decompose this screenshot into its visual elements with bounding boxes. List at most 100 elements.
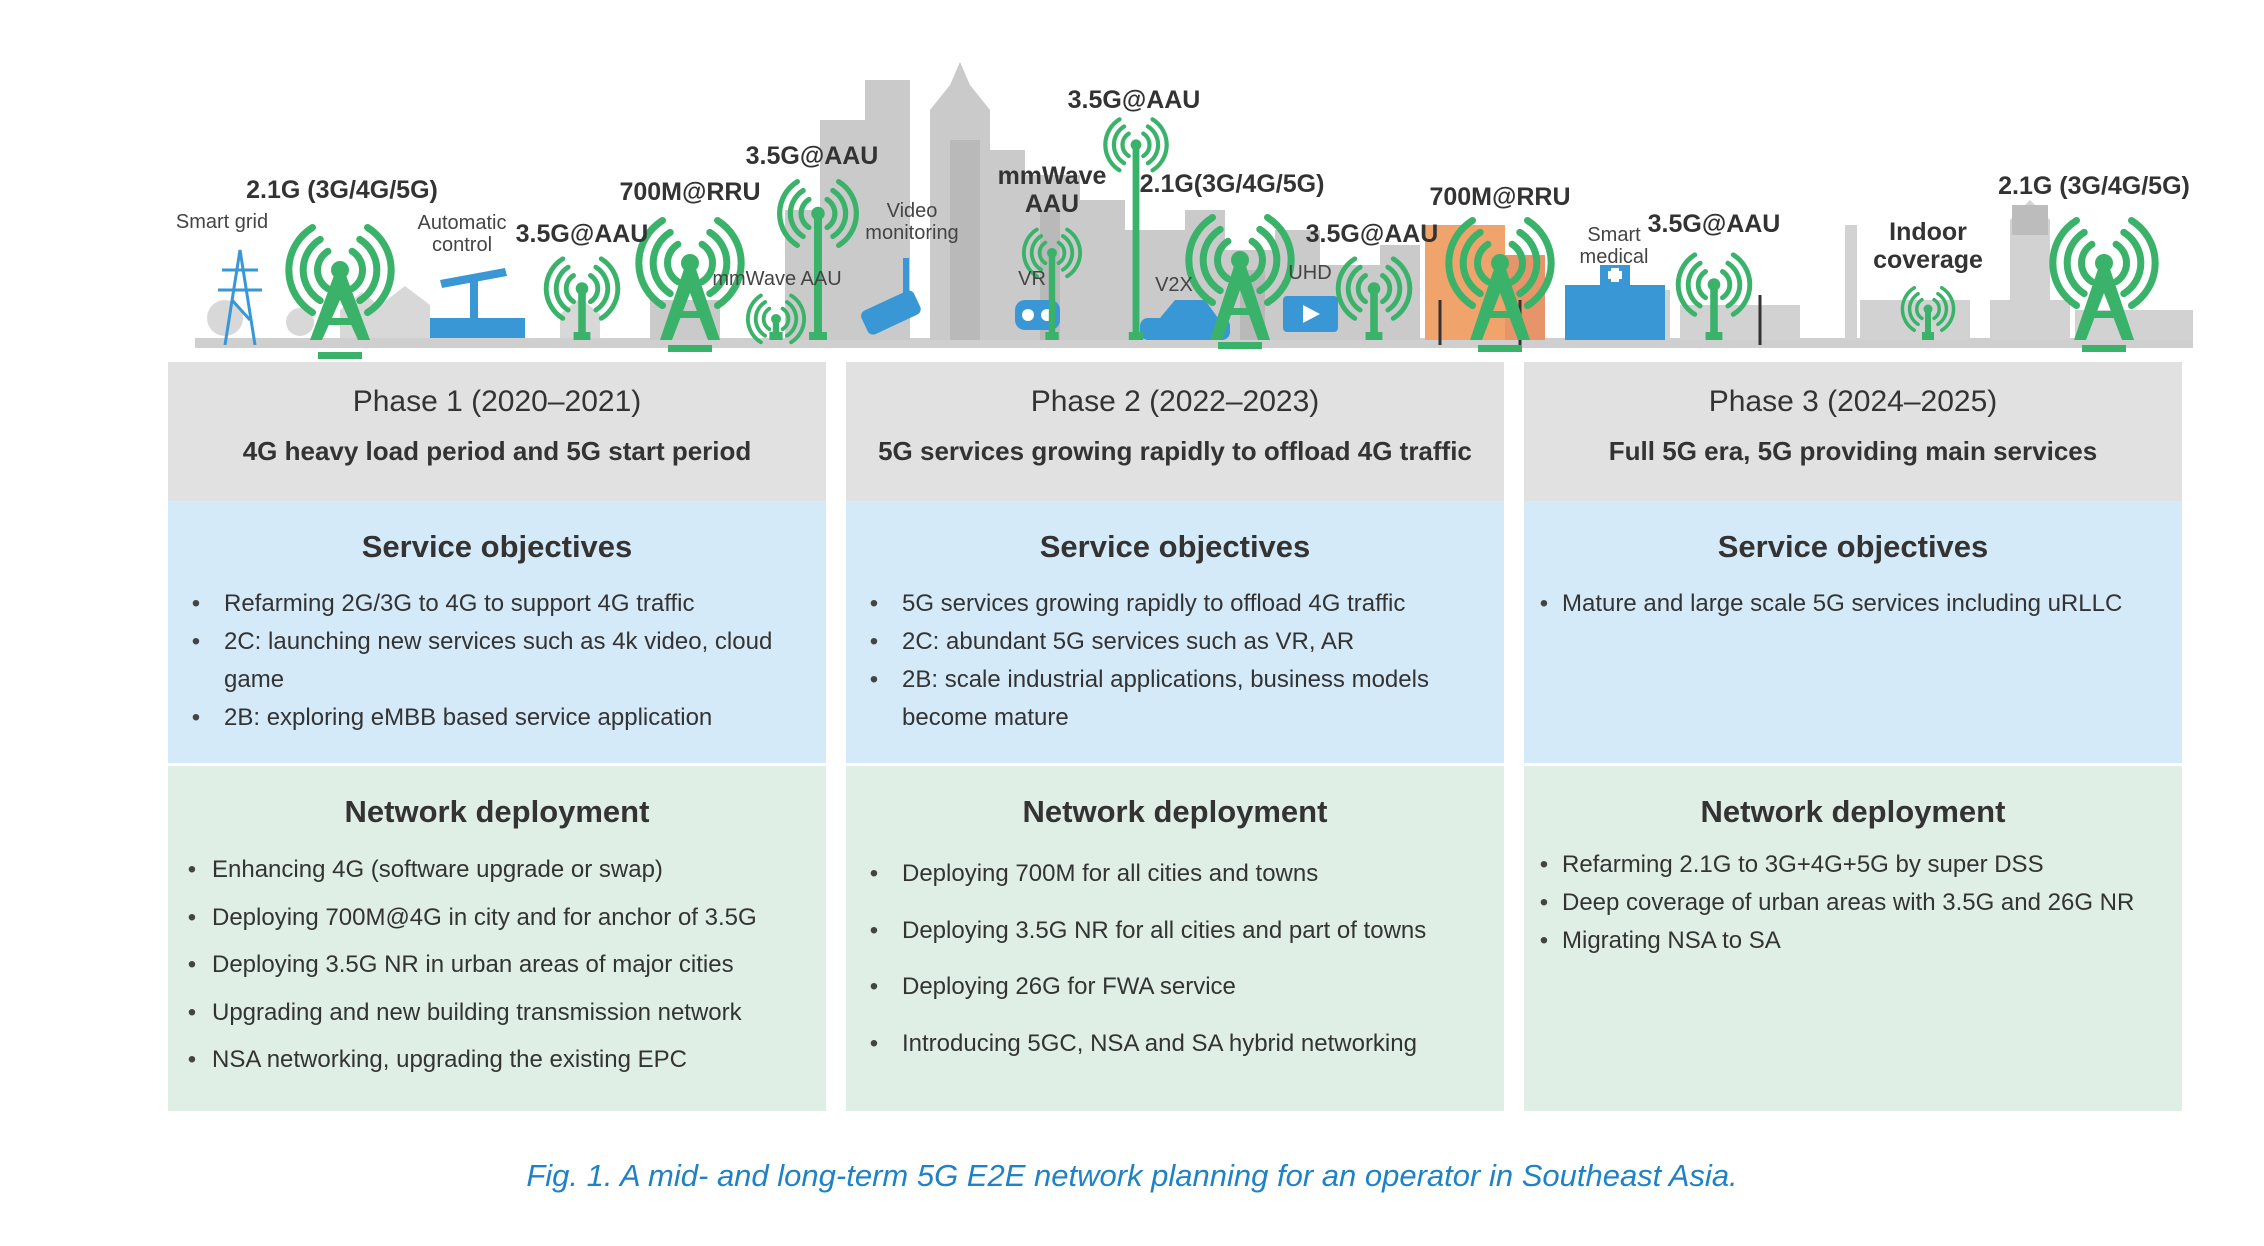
list-item: • 2C: abundant 5G services such as VR, AR: [846, 623, 1504, 661]
list-item: • Deep coverage of urban areas with 3.5G …: [1524, 884, 2182, 922]
list-item-text: Refarming 2G/3G to 4G to support 4G traf…: [224, 590, 695, 617]
phase-subtitle: Full 5G era, 5G providing main services: [1608, 436, 2098, 466]
banner-label-tower2: 3.5G@AAU: [515, 220, 649, 248]
service-objectives-list: • Mature and large scale 5G services incl…: [1524, 585, 2182, 623]
service-objectives-heading: Service objectives: [361, 529, 633, 564]
service-objectives-panel: Service objectives • Refarming 2G/3G to 4…: [168, 501, 826, 763]
list-item: • NSA networking, upgrading the existing …: [168, 1036, 826, 1084]
bullet-icon: •: [1539, 851, 1549, 878]
bullet-icon: •: [869, 666, 879, 693]
antenna-tower-icon: [1335, 256, 1413, 340]
bullet-icon: •: [187, 1046, 197, 1073]
list-item: • 2B: exploring eMBB based service applic…: [168, 699, 826, 737]
list-item-text: 2B: scale industrial applications, busin…: [902, 666, 1429, 731]
banner-label-uhd: UHD: [1288, 262, 1332, 284]
antenna-tower-icon: [1675, 252, 1753, 340]
banner-label-tower4: 3.5G@AAU: [745, 142, 879, 170]
network-deployment-list: • Refarming 2.1G to 3G+4G+5G by super DSS…: [1524, 846, 2182, 960]
service-objectives-list: • 5G services growing rapidly to offload …: [846, 585, 1504, 737]
service-objectives-panel: Service objectives • 5G services growing …: [846, 501, 1504, 763]
banner-label-vr: VR: [1018, 268, 1046, 290]
list-item: • Refarming 2.1G to 3G+4G+5G by super DSS: [1524, 846, 2182, 884]
phase-title: Phase 2 (2022–2023): [1030, 385, 1320, 418]
banner-label-tower10: 2.1G (3G/4G/5G): [1998, 172, 2190, 200]
phase-column-2: Phase 2 (2022–2023) 5G services growing …: [846, 362, 1504, 1111]
network-deployment-panel: Network deployment • Deploying 700M for a…: [846, 766, 1504, 1111]
list-item: •Introducing 5GC, NSA and SA hybrid netw…: [846, 1016, 1504, 1073]
service-objectives-panel: Service objectives • Mature and large sca…: [1524, 501, 2182, 763]
phase-header: Phase 3 (2024–2025) Full 5G era, 5G prov…: [1524, 362, 2182, 501]
bullet-icon: •: [869, 590, 879, 617]
bullet-icon: •: [187, 856, 197, 883]
antenna-tower-icon: [1022, 227, 1082, 340]
phase-header: Phase 1 (2020–2021) 4G heavy load period…: [168, 362, 826, 501]
antenna-tower-icon: [746, 293, 806, 345]
bullet-icon: •: [191, 704, 201, 731]
bullet-icon: •: [187, 903, 197, 931]
bullet-icon: •: [187, 998, 197, 1026]
list-item: •Deploying 3.5G NR for all cities and pa…: [846, 903, 1504, 960]
banner-label-mmwave-aau-small: mmWave AAU: [712, 268, 842, 290]
list-item-text: Deploying 26G for FWA service: [902, 973, 1236, 1000]
list-item-text: 2C: abundant 5G services such as VR, AR: [902, 628, 1355, 655]
power-pylon-icon: [218, 249, 262, 346]
list-item-text: 5G services growing rapidly to offload 4…: [902, 590, 1406, 617]
list-item-text: 2B: exploring eMBB based service applica…: [224, 704, 713, 731]
figure-caption: Fig. 1. A mid- and long-term 5G E2E netw…: [526, 1158, 1738, 1193]
water-tower: [2012, 205, 2048, 235]
network-deployment-heading: Network deployment: [344, 794, 650, 829]
bullet-icon: •: [1539, 590, 1549, 617]
bullet-icon: •: [1539, 889, 1549, 916]
list-item: • Upgrading and new building transmission…: [168, 989, 826, 1037]
list-item-text: Deploying 700M@4G in city and for anchor…: [212, 903, 757, 931]
oil-pump-icon: [430, 268, 525, 338]
car-icon: [1140, 300, 1230, 340]
bullet-icon: •: [869, 973, 879, 1000]
list-item-text: Refarming 2.1G to 3G+4G+5G by super DSS: [1562, 851, 2044, 878]
list-item: • 2B: scale industrial applications, busi…: [846, 661, 1504, 737]
list-item: • 5G services growing rapidly to offload …: [846, 585, 1504, 623]
list-item-text: Mature and large scale 5G services inclu…: [1562, 590, 2123, 617]
list-item-text: Deploying 3.5G NR for all cities and par…: [902, 916, 1427, 944]
banner-label-tower5: 3.5G@AAU: [1067, 86, 1201, 114]
phase-column-3: Phase 3 (2024–2025) Full 5G era, 5G prov…: [1524, 362, 2182, 1111]
network-deployment-heading: Network deployment: [1022, 794, 1328, 829]
antenna-tower-icon: [1445, 217, 1555, 352]
bullet-icon: •: [191, 628, 201, 655]
bullet-icon: •: [869, 860, 879, 887]
list-item-text: Migrating NSA to SA: [1562, 927, 1781, 954]
list-item-text: 2C: launching new services such as 4k vi…: [224, 628, 773, 693]
bullet-icon: •: [869, 1029, 879, 1057]
list-item: • 2C: launching new services such as 4k v…: [168, 623, 826, 699]
list-item-text: Deploying 700M for all cities and towns: [902, 860, 1319, 887]
network-deployment-panel: Network deployment • Enhancing 4G (softwa…: [168, 766, 826, 1111]
banner-label-tower1: 2.1G (3G/4G/5G): [246, 176, 438, 204]
antenna-towers: [285, 117, 2159, 359]
uhd-screen-icon: [1283, 296, 1338, 332]
left-houses: [207, 286, 600, 338]
service-objectives-heading: Service objectives: [1717, 529, 1989, 564]
antenna-tower-icon: [285, 224, 395, 359]
banner-label-tower7: 3.5G@AAU: [1305, 220, 1439, 248]
bullet-icon: •: [869, 628, 879, 655]
list-item: •Migrating NSA to SA: [1524, 922, 2182, 960]
list-item: • Mature and large scale 5G services incl…: [1524, 585, 2182, 623]
list-item: • Deploying 700M@4G in city and for ancho…: [168, 894, 826, 942]
antenna-tower-icon: [635, 217, 745, 352]
list-item-text: Enhancing 4G (software upgrade or swap): [212, 856, 663, 883]
network-deployment-heading: Network deployment: [1700, 794, 2006, 829]
list-item-text: NSA networking, upgrading the existing E…: [212, 1046, 687, 1073]
banner-label-smart-grid: Smart grid: [175, 211, 269, 233]
service-objectives-list: • Refarming 2G/3G to 4G to support 4G tra…: [168, 585, 826, 737]
ground-line: [195, 338, 2193, 348]
list-item-text: Deep coverage of urban areas with 3.5G a…: [1562, 889, 2135, 916]
list-item-text: Upgrading and new building transmission …: [212, 998, 742, 1026]
service-objectives-heading: Service objectives: [1039, 529, 1311, 564]
banner-label-tower9: 3.5G@AAU: [1647, 210, 1781, 238]
banner-label-tower3: 700M@RRU: [619, 178, 761, 206]
